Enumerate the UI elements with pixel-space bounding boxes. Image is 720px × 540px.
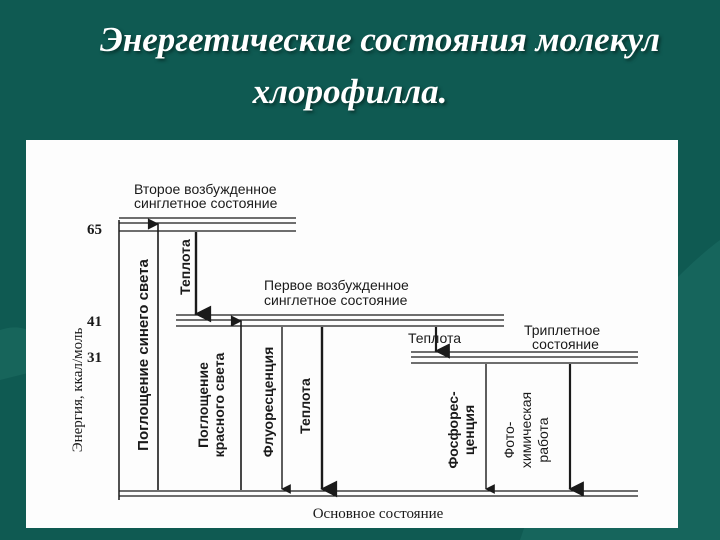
- diagram-panel: Энергия, ккал/моль 65 41 31 Второе возбу…: [26, 140, 678, 528]
- level-label-s1-line2: синглетное состояние: [264, 292, 408, 308]
- level-value-41: 41: [87, 314, 102, 330]
- label-photochem-line1: Фото-: [501, 421, 517, 458]
- label-heat-s2-s1: Теплота: [177, 239, 193, 295]
- label-heat-s1-ground: Теплота: [297, 378, 313, 434]
- label-photochem-line2: химическая: [518, 392, 534, 468]
- label-red-absorption-line2: красного света: [211, 352, 227, 457]
- level-line-s2: [119, 217, 296, 232]
- level-label-s2-line2: синглетное состояние: [134, 195, 278, 211]
- level-line-s1: [176, 314, 504, 327]
- label-blue-absorption: Поглощение синего света: [135, 259, 152, 451]
- level-label-t1-line1: Триплетное: [524, 322, 600, 338]
- level-label-t1-line2: состояние: [532, 336, 599, 352]
- level-value-31: 31: [87, 350, 102, 366]
- label-phosphorescence-line2: ценция: [461, 405, 477, 455]
- title-line-1: Энергетические состояния молекул: [100, 20, 660, 59]
- level-value-65: 65: [87, 222, 102, 238]
- label-red-absorption-line1: Поглощение: [195, 362, 211, 448]
- slide-title: Энергетические состояния молекул хлорофи…: [60, 14, 720, 124]
- label-fluorescence: Флуоресценция: [260, 347, 276, 457]
- title-line-2: хлорофилла.: [252, 72, 448, 111]
- energy-diagram: Энергия, ккал/моль 65 41 31 Второе возбу…: [70, 181, 638, 522]
- label-phosphorescence-line1: Фосфорес-: [445, 391, 461, 469]
- label-heat-s1-t1: Теплота: [408, 330, 461, 346]
- level-line-t1: [411, 351, 638, 364]
- level-label-s2-line1: Второе возбужденное: [134, 181, 277, 197]
- level-label-ground: Основное состояние: [313, 506, 444, 522]
- y-axis-label: Энергия, ккал/моль: [70, 328, 86, 453]
- level-label-s1-line1: Первое возбужденное: [264, 277, 409, 293]
- label-photochem-line3: работа: [535, 417, 551, 462]
- level-line-ground: [119, 490, 638, 497]
